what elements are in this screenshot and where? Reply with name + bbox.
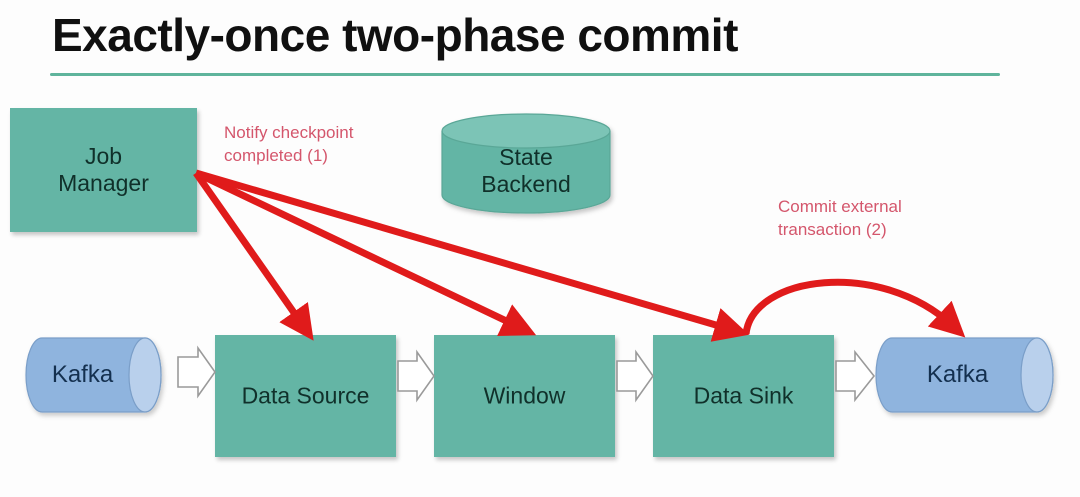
kafka-sink-cylinder-shape: [875, 337, 1054, 413]
page-title: Exactly-once two-phase commit: [52, 9, 738, 61]
red-commit-arrow-group: [742, 278, 966, 338]
node-data-source: Data Source: [215, 335, 396, 457]
node-data-sink: Data Sink: [653, 335, 834, 457]
node-data-source-label: Data Source: [241, 382, 370, 409]
red-arrow-commit-data-sink-to-kafka-sink: [742, 278, 966, 338]
flow-arrow-window-to-data-sink: [616, 349, 654, 403]
kafka-source-cylinder-shape: [25, 337, 162, 413]
node-kafka-source: Kafka: [12, 336, 175, 414]
node-job-manager: Job Manager: [10, 108, 197, 232]
title-underline-rule: [50, 73, 1000, 76]
node-data-sink-label: Data Sink: [693, 382, 794, 409]
node-kafka-sink: Kafka: [874, 336, 1067, 414]
flow-arrow-data-source-to-window: [397, 349, 435, 403]
node-window-label: Window: [483, 382, 566, 409]
flow-arrow-data-sink-to-kafka-sink: [835, 349, 876, 403]
flow-arrow-kafka-source-to-data-source: [177, 345, 216, 399]
annotation-notify-checkpoint: Notify checkpoint completed (1): [224, 123, 354, 165]
node-window: Window: [434, 335, 615, 457]
state-backend-cylinder-shape: [441, 113, 611, 214]
red-arrow-notify-to-data-source: [193, 170, 314, 341]
annotation-commit-external: Commit external transaction (2): [778, 197, 902, 239]
node-state-backend: State Backend: [440, 113, 612, 214]
node-job-manager-label: Job Manager: [58, 142, 149, 196]
